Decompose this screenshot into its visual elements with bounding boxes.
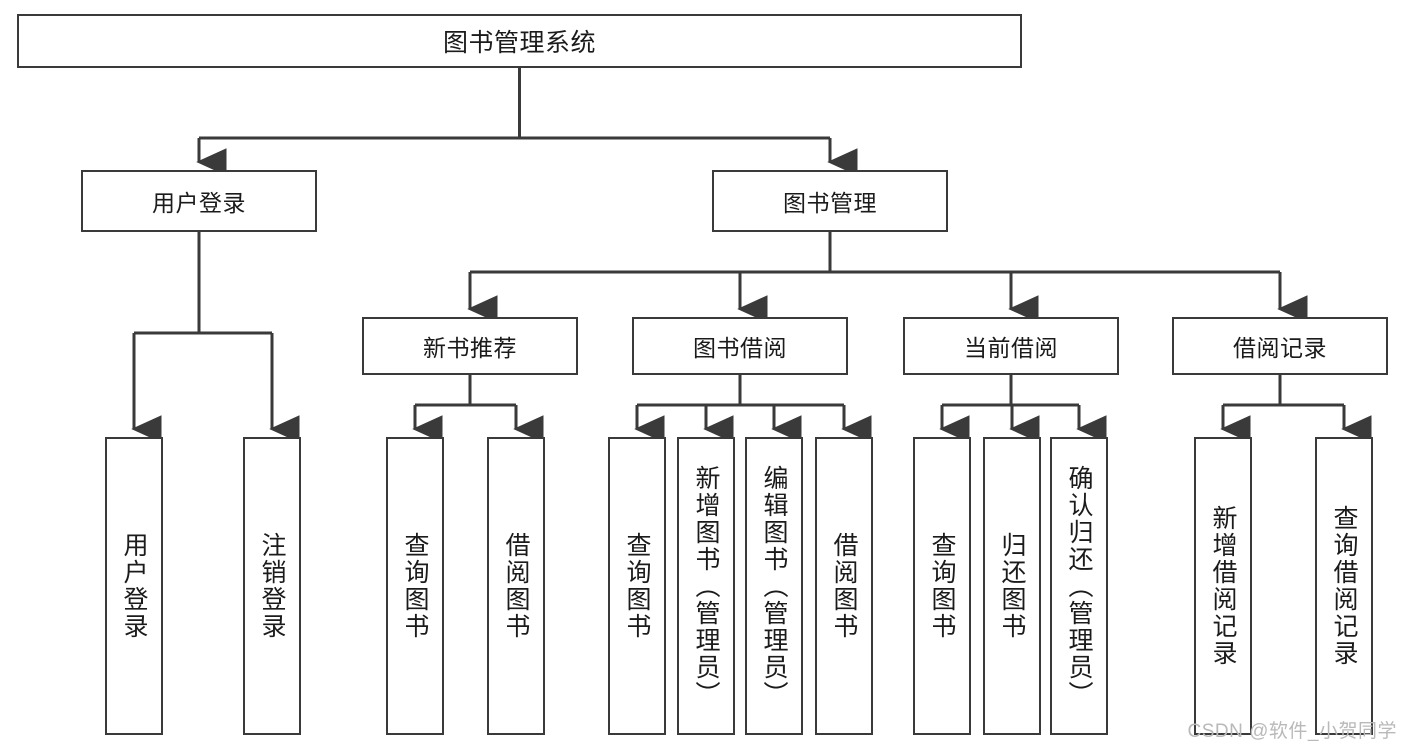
node-new-book-recommend[interactable]: 新书推荐 (362, 317, 578, 375)
node-user-login[interactable]: 用户登录 (81, 170, 317, 232)
node-book-manage[interactable]: 图书管理 (712, 170, 948, 232)
node-leaf-edit-book[interactable]: 编辑图书（管理员） (745, 437, 803, 735)
node-borrow-record-label: 借阅记录 (1233, 335, 1327, 361)
node-leaf-query-book-2-label: 查询图书 (623, 532, 651, 640)
node-leaf-add-book[interactable]: 新增图书（管理员） (677, 437, 735, 735)
node-leaf-borrow-book-2[interactable]: 借阅图书 (815, 437, 873, 735)
node-current-borrow[interactable]: 当前借阅 (903, 317, 1119, 375)
node-leaf-query-record[interactable]: 查询借阅记录 (1315, 437, 1373, 735)
node-leaf-confirm-return[interactable]: 确认归还（管理员） (1050, 437, 1108, 735)
csdn-watermark: CSDN @软件_小贺同学 (1187, 721, 1397, 742)
node-leaf-edit-book-label: 编辑图书（管理员） (760, 464, 788, 708)
node-leaf-borrow-book-2-label: 借阅图书 (830, 532, 858, 640)
node-leaf-return-book[interactable]: 归还图书 (983, 437, 1041, 735)
node-leaf-confirm-return-label: 确认归还（管理员） (1065, 464, 1093, 708)
node-leaf-add-record[interactable]: 新增借阅记录 (1194, 437, 1252, 735)
node-leaf-user-login[interactable]: 用户登录 (105, 437, 163, 735)
node-leaf-add-record-label: 新增借阅记录 (1209, 505, 1237, 667)
node-leaf-query-book-1[interactable]: 查询图书 (386, 437, 444, 735)
node-leaf-borrow-book-1[interactable]: 借阅图书 (487, 437, 545, 735)
node-borrow-record[interactable]: 借阅记录 (1172, 317, 1388, 375)
node-leaf-query-book-1-label: 查询图书 (401, 532, 429, 640)
node-leaf-query-book-3[interactable]: 查询图书 (913, 437, 971, 735)
node-leaf-logout-label: 注销登录 (258, 532, 286, 640)
node-leaf-return-book-label: 归还图书 (998, 532, 1026, 640)
node-book-borrow[interactable]: 图书借阅 (632, 317, 848, 375)
node-leaf-add-book-label: 新增图书（管理员） (692, 464, 720, 708)
node-leaf-borrow-book-1-label: 借阅图书 (502, 532, 530, 640)
node-leaf-logout[interactable]: 注销登录 (243, 437, 301, 735)
node-current-borrow-label: 当前借阅 (964, 335, 1058, 361)
node-leaf-user-login-label: 用户登录 (120, 532, 148, 640)
node-book-manage-label: 图书管理 (783, 190, 877, 216)
node-root-label: 图书管理系统 (442, 29, 596, 57)
node-leaf-query-book-3-label: 查询图书 (928, 532, 956, 640)
node-new-book-recommend-label: 新书推荐 (423, 335, 517, 361)
node-leaf-query-book-2[interactable]: 查询图书 (608, 437, 666, 735)
node-root[interactable]: 图书管理系统 (17, 14, 1022, 68)
node-leaf-query-record-label: 查询借阅记录 (1330, 505, 1358, 667)
node-book-borrow-label: 图书借阅 (693, 335, 787, 361)
node-user-login-label: 用户登录 (152, 190, 246, 216)
